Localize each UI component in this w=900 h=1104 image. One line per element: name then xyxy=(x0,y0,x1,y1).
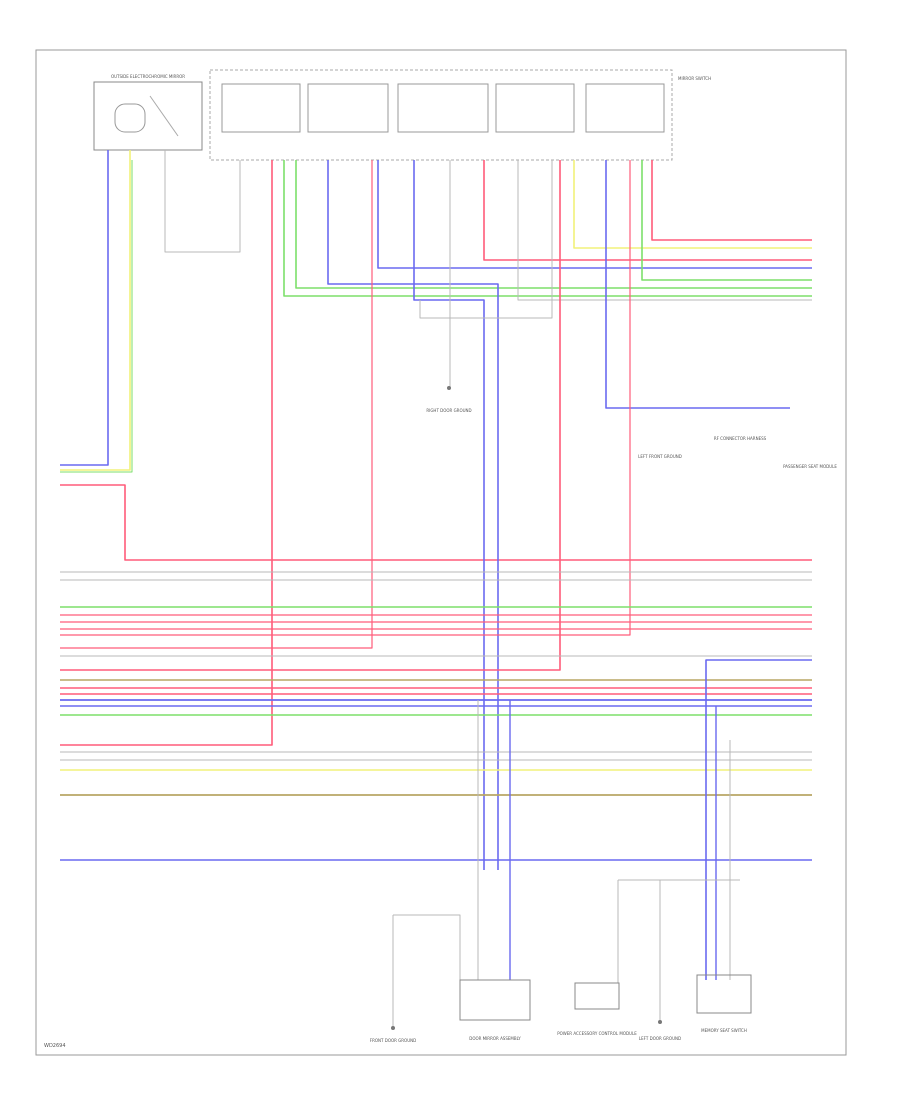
switch-cell-4 xyxy=(495,83,575,133)
wire-module-green xyxy=(60,160,133,473)
wire-switch-red-1 xyxy=(60,160,273,746)
diagram-code: WD2694 xyxy=(44,1043,66,1049)
wire-switch-blue-3 xyxy=(413,160,485,870)
switch-block: MIRROR SWITCH xyxy=(209,69,711,161)
wire-ground-1-link xyxy=(393,914,461,980)
bottom-module-3: MEMORY SEAT SWITCH xyxy=(696,974,752,1033)
right-connector-label: RF CONNECTOR HARNESS xyxy=(714,436,767,441)
right-connector: RF CONNECTOR HARNESS LEFT FRONT GROUND P… xyxy=(638,436,837,469)
wire-switch-red-2 xyxy=(60,160,373,649)
bottom-module-1-label: DOOR MIRROR ASSEMBLY xyxy=(469,1036,521,1041)
wire-switch-blue-1 xyxy=(327,160,499,870)
left-note-label: LEFT FRONT GROUND xyxy=(638,454,682,459)
diagram-frame xyxy=(35,49,847,1056)
wire-module-blue xyxy=(60,150,109,466)
switch-cell-3 xyxy=(397,83,489,133)
wire-switch-green-3 xyxy=(641,160,812,281)
wire-switch-green-1 xyxy=(283,160,812,297)
wire-switch-gray-2 xyxy=(517,160,812,301)
top-left-module-label: OUTSIDE ELECTROCHROMIC MIRROR xyxy=(111,74,185,79)
bottom-ground-2: LEFT DOOR GROUND xyxy=(639,1020,681,1041)
center-ground-label: RIGHT DOOR GROUND xyxy=(426,408,471,413)
wire-switch-red-6 xyxy=(651,160,812,241)
wire-switch-gray-3 xyxy=(419,160,553,319)
wire-switch-red-4 xyxy=(60,160,561,671)
switch-cell-2 xyxy=(307,83,389,133)
bottom-ground-1: FRONT DOOR GROUND xyxy=(370,1026,416,1043)
wire-module-yellow xyxy=(60,150,131,471)
wire-switch-red-5 xyxy=(60,160,631,636)
bottom-module-2: POWER ACCESSORY CONTROL MODULE xyxy=(557,982,637,1036)
bottom-module-2-label: POWER ACCESSORY CONTROL MODULE xyxy=(557,1031,637,1036)
bottom-ground-2-label: LEFT DOOR GROUND xyxy=(639,1036,681,1041)
wire-switch-green-2 xyxy=(295,160,812,289)
wire-module-gray xyxy=(164,150,241,253)
bottom-ground-1-label: FRONT DOOR GROUND xyxy=(370,1038,416,1043)
switch-cell-5 xyxy=(585,83,665,133)
switch-cell-1 xyxy=(221,83,301,133)
wire-switch-blue-4 xyxy=(605,160,790,409)
bottom-module-1: DOOR MIRROR ASSEMBLY xyxy=(459,979,531,1041)
top-left-module: OUTSIDE ELECTROCHROMIC MIRROR xyxy=(93,74,203,151)
wire-seat-blue-1 xyxy=(705,659,812,980)
center-ground: RIGHT DOOR GROUND xyxy=(426,386,472,413)
wire-switch-yellow xyxy=(573,160,812,249)
wire-switch-blue-2 xyxy=(377,160,812,269)
right-note-label: PASSENGER SEAT MODULE xyxy=(783,464,837,469)
switch-block-label: MIRROR SWITCH xyxy=(678,76,711,81)
wire-switch-red-3 xyxy=(483,160,812,261)
wire-red-long xyxy=(60,484,812,561)
bottom-module-3-label: MEMORY SEAT SWITCH xyxy=(701,1028,747,1033)
